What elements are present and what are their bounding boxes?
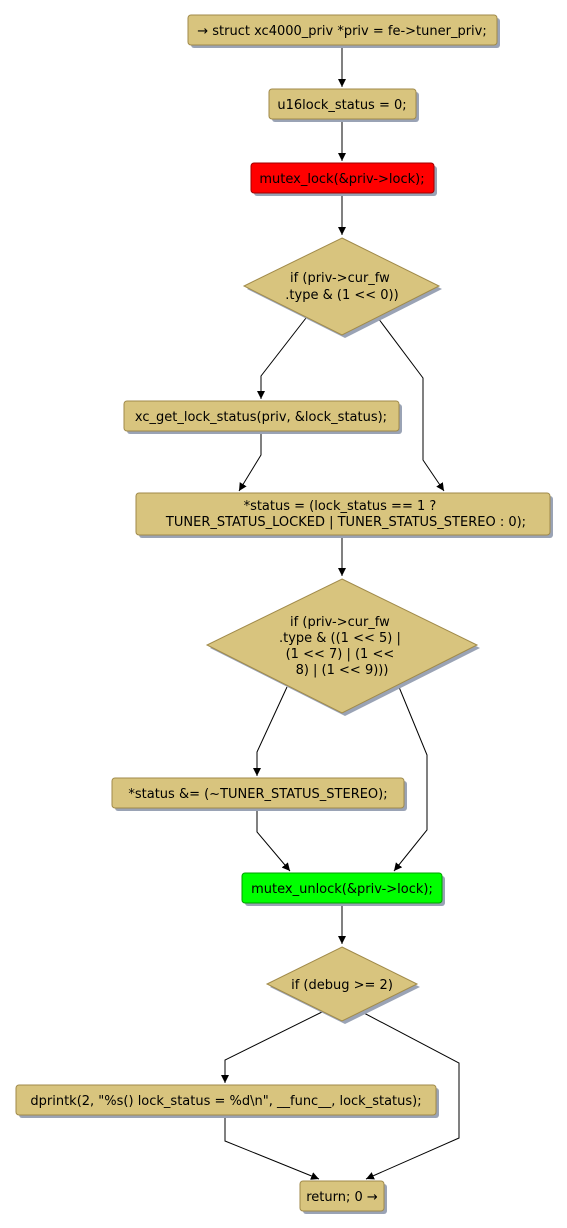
- svg-text:mutex_lock(&priv->lock);: mutex_lock(&priv->lock);: [259, 172, 424, 187]
- node-status-assign-line-1: *status = (lock_status == 1 ?: [244, 499, 437, 514]
- node-if-cur-fw-type-stereo-line-2: .type & ((1 << 5) |: [279, 631, 401, 646]
- svg-text:mutex_unlock(&priv->lock);: mutex_unlock(&priv->lock);: [251, 882, 433, 897]
- node-get-lock-status-box: [123, 400, 400, 432]
- node-if-cur-fw-type-0-diamond: [242, 237, 441, 336]
- node-return-line-1: return; 0 →: [306, 1190, 378, 1205]
- node-mutex-unlock-line-1: mutex_unlock(&priv->lock);: [251, 882, 433, 897]
- node-lock-status-decl: u16lock_status = 0;: [268, 88, 419, 122]
- node-if-cur-fw-type-0: if (priv->cur_fw .type & (1 << 0)): [242, 237, 442, 338]
- node-status-assign: *status = (lock_status == 1 ? TUNER_STAT…: [135, 492, 553, 538]
- edge-n4-n5: [257, 317, 307, 399]
- edges: [221, 45, 460, 1180]
- node-mutex-unlock: mutex_unlock(&priv->lock);: [241, 872, 445, 906]
- node-return-box: [299, 1180, 385, 1212]
- edge-n7-n9: [393, 686, 428, 872]
- node-status-clear-stereo-box: [111, 777, 405, 809]
- node-if-debug-diamond: [265, 946, 419, 1022]
- svg-text:if (priv->cur_fw .type &: if (priv->cur_fw .type & ((1 << 5) | (1 …: [279, 615, 405, 678]
- svg-text:*status &= (~TUNER_STATUS_STER: *status &= (~TUNER_STATUS_STEREO);: [128, 787, 387, 802]
- node-dprintk: dprintk(2, "%s() lock_status = %d\n", __…: [15, 1084, 439, 1118]
- node-if-cur-fw-type-0-line-1: if (priv->cur_fw: [290, 271, 390, 286]
- node-mutex-lock: mutex_lock(&priv->lock);: [250, 162, 437, 196]
- svg-text:→ struct xc4000_priv *priv = f: → struct xc4000_priv *priv = fe->tuner_p…: [197, 24, 487, 39]
- svg-text:u16lock_status = 0;: u16lock_status = 0;: [277, 98, 406, 113]
- svg-text:if (debug >= 2): if (debug >= 2): [291, 978, 393, 993]
- node-if-cur-fw-type-stereo-line-1: if (priv->cur_fw: [290, 615, 390, 630]
- node-if-cur-fw-type-stereo: if (priv->cur_fw .type & ((1 << 5) | (1 …: [205, 578, 480, 716]
- svg-text:*status = (lock_status == 1 ?: *status = (lock_status == 1 ? TUNER_STAT…: [165, 499, 526, 530]
- edge-n5-n6: [238, 429, 262, 492]
- node-status-assign-line-2: TUNER_STATUS_LOCKED | TUNER_STATUS_STERE…: [165, 515, 526, 530]
- node-get-lock-status: xc_get_lock_status(priv, &lock_status);: [123, 400, 402, 434]
- node-entry-line-1: → struct xc4000_priv *priv = fe->tuner_p…: [197, 24, 487, 39]
- edge-n7-n8: [253, 686, 288, 776]
- node-status-assign-box: [135, 492, 551, 536]
- svg-text:return; 0 →: return; 0 →: [306, 1190, 378, 1205]
- node-dprintk-line-1: dprintk(2, "%s() lock_status = %d\n", __…: [30, 1094, 421, 1109]
- node-dprintk-box: [15, 1084, 437, 1116]
- node-if-debug-line-1: if (debug >= 2): [291, 978, 393, 993]
- node-if-cur-fw-type-stereo-line-3: (1 << 7) | (1 <<: [286, 647, 395, 662]
- node-if-debug: if (debug >= 2): [265, 946, 420, 1024]
- svg-text:xc_get_lock_status(priv, &lock: xc_get_lock_status(priv, &lock_status);: [135, 410, 387, 425]
- node-entry-box: [187, 14, 498, 46]
- node-if-cur-fw-type-stereo-diamond: [205, 578, 479, 714]
- node-status-clear-stereo: *status &= (~TUNER_STATUS_STEREO);: [111, 777, 407, 811]
- node-entry: → struct xc4000_priv *priv = fe->tuner_p…: [187, 14, 500, 48]
- edge-n8-n9: [256, 806, 291, 872]
- node-status-clear-stereo-line-1: *status &= (~TUNER_STATUS_STEREO);: [128, 787, 387, 802]
- node-get-lock-status-line-1: xc_get_lock_status(priv, &lock_status);: [135, 410, 387, 425]
- edge-n10-n12: [361, 1011, 460, 1180]
- node-if-cur-fw-type-stereo-line-4: 8) | (1 << 9))): [296, 663, 389, 678]
- node-mutex-unlock-box: [241, 872, 443, 904]
- edge-n11-n12: [224, 1115, 320, 1180]
- svg-text:dprintk(2, "%s() lock_status =: dprintk(2, "%s() lock_status = %d\n", __…: [30, 1094, 421, 1109]
- edge-n10-n11: [221, 1011, 323, 1083]
- node-mutex-lock-line-1: mutex_lock(&priv->lock);: [259, 172, 424, 187]
- node-return: return; 0 →: [299, 1180, 387, 1214]
- svg-text:if (priv->cur_fw .type &: if (priv->cur_fw .type & (1 << 0)): [285, 271, 398, 303]
- node-lock-status-decl-box: [268, 88, 417, 120]
- node-mutex-lock-box: [250, 162, 435, 194]
- edge-n4-n6: [377, 317, 445, 492]
- node-lock-status-decl-line-1: u16lock_status = 0;: [277, 98, 406, 113]
- node-if-cur-fw-type-0-line-2: .type & (1 << 0)): [285, 288, 398, 303]
